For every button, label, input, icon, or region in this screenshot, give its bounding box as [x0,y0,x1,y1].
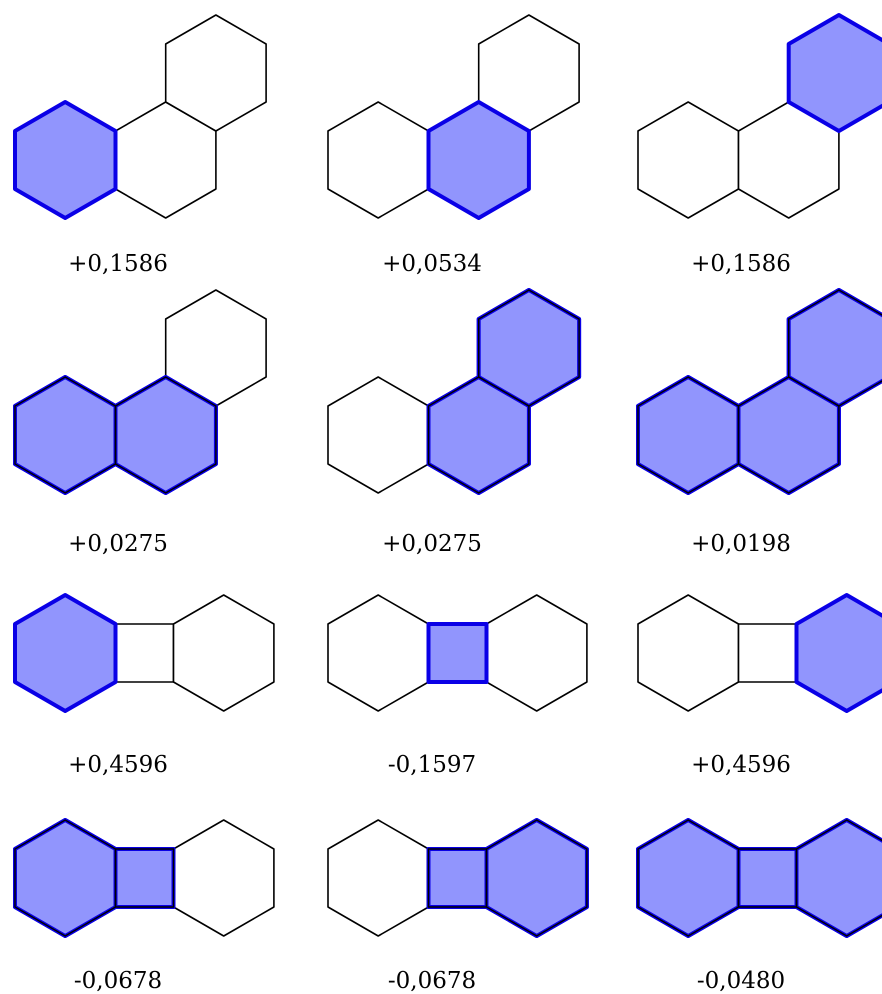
panel-biphenylene-6: -0,0480 [636,818,882,994]
ring-b-outline [114,376,217,494]
ring-l [637,594,740,712]
value-label: +0,0275 [68,531,168,557]
value-label: -0,1597 [388,752,476,778]
panel-phenanthrene-2: +0,0534 [327,14,580,277]
ring-a-highlighted [13,100,118,220]
ring-l-border [636,818,741,938]
ring-l-highlighted [13,818,118,938]
panel-biphenylene-1: +0,4596 [13,593,275,778]
ring-a-highlighted [13,375,118,495]
ring-r [485,594,588,712]
value-label: +0,0275 [382,531,482,557]
ring-r-highlighted [484,818,589,938]
ring-l [327,594,430,712]
value-label: +0,1586 [68,251,168,277]
ring-c [164,14,267,132]
ring-r [172,594,275,712]
value-label: -0,0678 [74,968,162,994]
value-label: -0,0480 [697,968,785,994]
ring-c-outline [478,289,580,407]
panel-phenanthrene-6: +0,0198 [636,288,882,557]
ring-s-highlighted [426,622,489,684]
panel-biphenylene-3: +0,4596 [637,593,882,778]
ring-l [327,819,430,937]
panel-biphenylene-5: -0,0678 [327,818,589,994]
ring-r-outline [485,819,588,937]
panel-phenanthrene-5: +0,0275 [327,288,582,557]
ring-r [172,819,275,937]
ring-s [114,623,175,683]
ring-s-highlighted [736,847,799,909]
ring-a-border [636,375,741,495]
ring-a [327,101,430,219]
ring-r-highlighted [794,593,882,713]
value-label: -0,0678 [388,968,476,994]
value-label: +0,4596 [68,752,168,778]
ring-b-highlighted [426,100,531,220]
panel-biphenylene-2: -0,1597 [327,594,588,778]
ring-s-highlighted [426,847,489,909]
panel-phenanthrene-1: +0,1586 [13,14,267,277]
ring-s-highlighted [113,847,176,909]
ring-l-highlighted [13,593,118,713]
ring-a [327,376,430,494]
panel-biphenylene-4: -0,0678 [13,818,275,994]
panel-phenanthrene-4: +0,0275 [13,289,267,557]
ring-a [637,101,740,219]
value-label: +0,0534 [382,251,482,277]
ring-r-outline [795,819,882,937]
value-label: +0,4596 [691,752,791,778]
ring-c-outline [788,289,882,407]
panel-phenanthrene-3: +0,1586 [637,13,882,277]
ring-c-highlighted [786,13,882,133]
ring-r-highlighted [794,818,882,938]
ring-s [737,623,798,683]
value-label: +0,0198 [691,531,791,557]
value-label: +0,1586 [691,251,791,277]
ring-s-outline [114,848,175,908]
